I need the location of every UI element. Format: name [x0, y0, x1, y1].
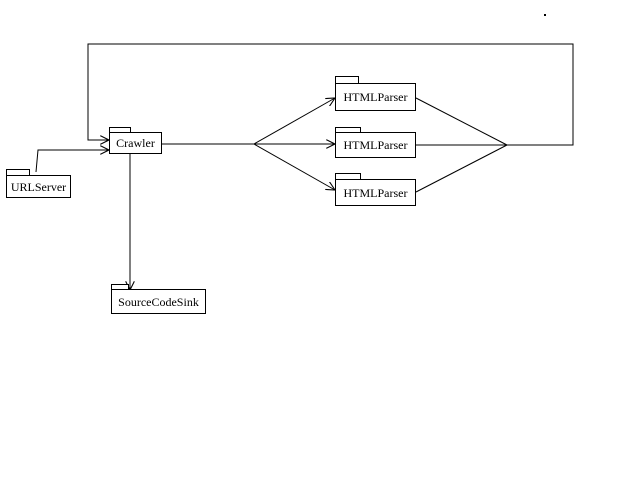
sourcecodesink-package-body: SourceCodeSink: [111, 289, 206, 314]
urlserver-to-crawler-arrow: [35, 150, 109, 173]
htmlparser-2-package-tab: [335, 127, 361, 133]
crawler-label: Crawler: [116, 136, 155, 150]
htmlparser-2-label: HTMLParser: [343, 138, 408, 152]
htmlparser-1-package-body: HTMLParser: [335, 83, 416, 111]
urlserver-package-tab: [6, 169, 30, 176]
htmlparser-1-package[interactable]: HTMLParser: [335, 76, 416, 111]
sourcecodesink-package[interactable]: SourceCodeSink: [111, 284, 206, 314]
htmlparser-3-package-tab: [335, 173, 361, 180]
feedback-loop-to-crawler-arrow: [87, 43, 574, 146]
htmlparser-1-package-tab: [335, 76, 359, 84]
htmlparser-3-merge-line: [415, 144, 508, 193]
sourcecodesink-package-tab: [111, 284, 129, 290]
crawler-to-htmlparser-3-arrow: [253, 143, 335, 190]
htmlparser-3-label: HTMLParser: [343, 185, 408, 200]
crawler-package-tab: [109, 127, 131, 133]
sourcecodesink-label: SourceCodeSink: [118, 294, 199, 309]
crawler-to-htmlparser-1-arrow: [253, 98, 335, 145]
htmlparser-3-package-body: HTMLParser: [335, 179, 416, 206]
crawler-package-body: Crawler: [109, 132, 162, 154]
crawler-package[interactable]: Crawler: [109, 127, 162, 154]
htmlparser-3-package[interactable]: HTMLParser: [335, 173, 416, 206]
htmlparser-1-label: HTMLParser: [343, 90, 408, 104]
htmlparser-2-package-body: HTMLParser: [335, 132, 416, 158]
stray-dot: [544, 14, 546, 16]
urlserver-label: URLServer: [10, 179, 67, 194]
htmlparser-2-package[interactable]: HTMLParser: [335, 127, 416, 158]
urlserver-package[interactable]: URLServer: [6, 169, 71, 198]
htmlparser-1-merge-line: [415, 97, 508, 146]
urlserver-package-body: URLServer: [6, 175, 71, 198]
